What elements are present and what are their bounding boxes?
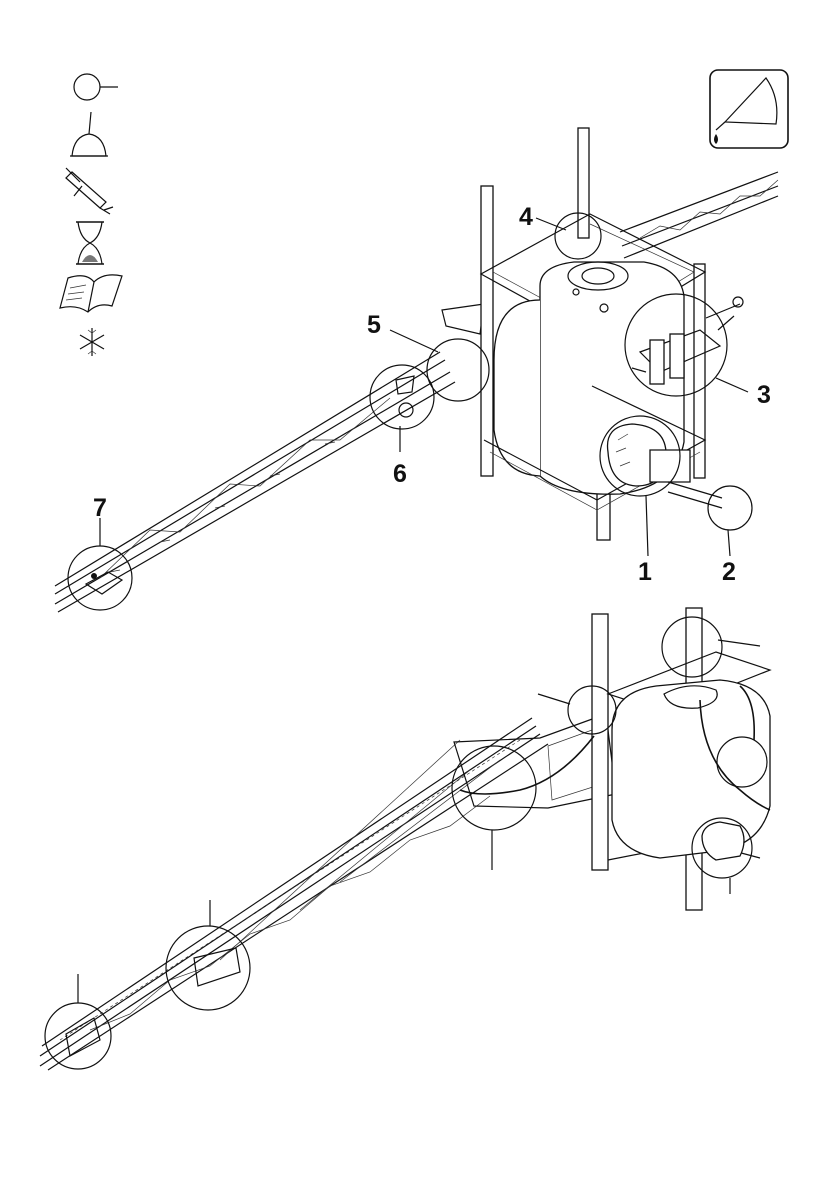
hourglass-icon	[76, 222, 104, 264]
callout-3: 3	[757, 381, 771, 409]
callout-1: 1	[638, 558, 652, 586]
top-sprayer-illustration	[55, 128, 778, 612]
callout-6: 6	[393, 460, 407, 488]
oil-funnel-icon	[710, 70, 788, 148]
grease-gun-icon	[66, 168, 113, 214]
bottom-sprayer-illustration	[40, 608, 770, 1070]
callout-4: 4	[519, 203, 533, 231]
lubrication-point-icon	[74, 74, 118, 100]
callout-5: 5	[367, 311, 381, 339]
callout-2: 2	[722, 558, 736, 586]
manual-book-icon	[60, 275, 122, 312]
frost-snowflake-icon	[80, 328, 104, 356]
callout-7: 7	[93, 494, 107, 522]
oil-can-icon	[70, 112, 108, 156]
